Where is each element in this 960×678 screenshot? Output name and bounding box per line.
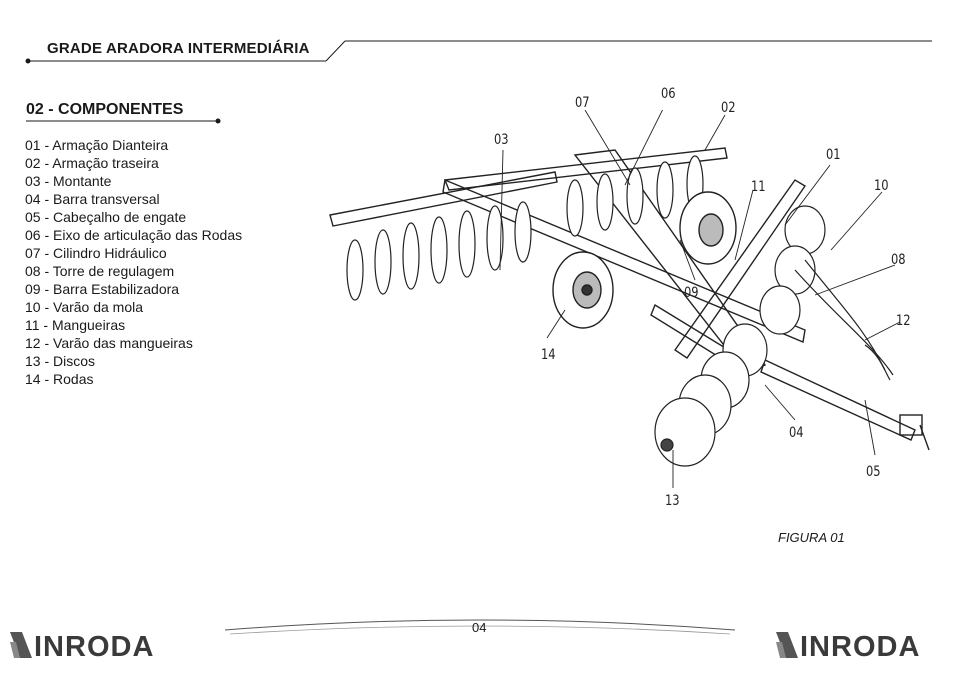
figure-caption: FIGURA 01	[778, 530, 845, 545]
callout-10: 10	[874, 178, 889, 194]
inroda-logo-right: INRODA	[774, 628, 919, 664]
component-item: 13 - Discos	[25, 353, 96, 369]
callout-06: 06	[661, 86, 676, 102]
callout-08: 08	[891, 252, 906, 268]
inroda-mark-icon	[776, 632, 798, 658]
callout-07: 07	[575, 95, 590, 111]
component-item: 12 - Varão das mangueiras	[25, 335, 193, 351]
callout-09: 09	[684, 285, 699, 301]
footer-divider	[224, 619, 736, 635]
callout-13: 13	[665, 493, 680, 509]
component-item: 02 - Armação traseira	[25, 155, 159, 171]
section-title: 02 - COMPONENTES	[26, 101, 184, 118]
component-list: 01 - Armação Dianteira 02 - Armação tras…	[25, 136, 242, 388]
callout-11: 11	[751, 179, 766, 195]
callout-12: 12	[896, 313, 911, 329]
component-item: 14 - Rodas	[25, 371, 94, 387]
callout-01: 01	[826, 147, 841, 163]
disc-harrow-illustration	[329, 110, 930, 488]
component-item: 03 - Montante	[25, 173, 112, 189]
component-item: 09 - Barra Estabilizadora	[25, 281, 180, 297]
callout-03: 03	[494, 132, 509, 148]
component-item: 06 - Eixo de articulação das Rodas	[25, 227, 243, 243]
component-item: 08 - Torre de regulagem	[25, 263, 175, 279]
logo-text: INRODA	[34, 631, 155, 663]
section-underline	[26, 118, 221, 124]
header-rule	[25, 40, 932, 64]
component-item: 11 - Mangueiras	[25, 317, 126, 333]
component-item: 05 - Cabeçalho de engate	[25, 209, 187, 225]
inroda-mark-icon	[10, 632, 32, 658]
inroda-logo-left: INRODA	[8, 628, 153, 664]
callout-04: 04	[789, 425, 804, 441]
callout-14: 14	[541, 347, 556, 363]
document-title: GRADE ARADORA INTERMEDIÁRIA	[47, 40, 310, 57]
callout-05: 05	[866, 464, 881, 480]
logo-text: INRODA	[800, 631, 921, 663]
component-item: 07 - Cilindro Hidráulico	[25, 245, 167, 261]
component-item: 04 - Barra transversal	[25, 191, 160, 207]
component-item: 01 - Armação Dianteira	[25, 137, 169, 153]
component-item: 10 - Varão da mola	[25, 299, 144, 315]
page-number: 04	[472, 620, 487, 635]
callout-02: 02	[721, 100, 736, 116]
